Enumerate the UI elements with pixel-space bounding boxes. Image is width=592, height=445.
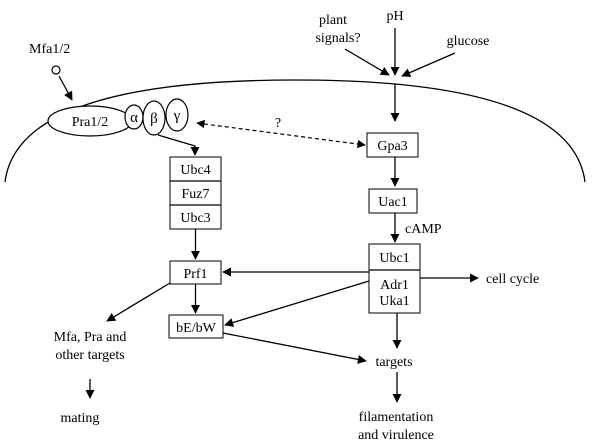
arrow-pka-to-bebw bbox=[224, 280, 370, 327]
targets-label: targets bbox=[375, 355, 412, 370]
mating-targets-label-line1: Mfa, Pra and bbox=[54, 330, 127, 345]
cell-cycle-label: cell cycle bbox=[486, 272, 539, 287]
ubc1-label: Ubc1 bbox=[379, 251, 409, 266]
prf1-label: Prf1 bbox=[183, 267, 207, 282]
mfa-label: Mfa1/2 bbox=[29, 42, 70, 57]
pra-label: Pra1/2 bbox=[72, 115, 109, 130]
camp-label: cAMP bbox=[405, 222, 442, 237]
ubc4-label: Ubc4 bbox=[180, 163, 210, 178]
mfa-pheromone-circle bbox=[51, 65, 61, 75]
dashed-link-gprotein-gpa3 bbox=[196, 119, 366, 149]
pka-module-box bbox=[368, 243, 421, 314]
mating-targets-label-line2: other targets bbox=[55, 348, 124, 363]
cell-membrane bbox=[4, 79, 586, 183]
plant-signals-label-line1: plant bbox=[319, 13, 347, 28]
filamentation-label-line2: and virulence bbox=[358, 428, 434, 443]
arrow-gprotein-to-ubc4 bbox=[157, 134, 200, 156]
ubc3-label: Ubc3 bbox=[180, 211, 210, 226]
g-beta-subunit bbox=[142, 100, 166, 136]
alpha-label: α bbox=[130, 110, 138, 126]
glucose-label: glucose bbox=[447, 34, 490, 49]
arrow-glucose bbox=[401, 52, 456, 77]
bebw-label: bE/bW bbox=[176, 321, 216, 336]
ph-label: pH bbox=[386, 9, 403, 24]
question-mark-label: ? bbox=[275, 116, 281, 131]
arrow-bebw-to-targets bbox=[222, 332, 367, 364]
gamma-label: γ bbox=[173, 108, 181, 124]
g-gamma-subunit bbox=[165, 98, 189, 132]
arrow-prf1-to-mating-targets bbox=[106, 282, 171, 322]
arrow-mfa-to-pra bbox=[58, 75, 73, 101]
mating-label: mating bbox=[61, 411, 100, 426]
filamentation-label-line1: filamentation bbox=[359, 410, 434, 425]
mapk-module-box bbox=[169, 156, 222, 230]
fuz7-label: Fuz7 bbox=[182, 187, 210, 202]
arrow-plant-signals bbox=[344, 48, 390, 76]
beta-label: β bbox=[150, 111, 158, 127]
gpa3-label: Gpa3 bbox=[377, 139, 407, 154]
bebw-box bbox=[168, 314, 224, 339]
uac1-box bbox=[368, 188, 418, 214]
adr1-label: Adr1 bbox=[380, 278, 409, 293]
plant-signals-label-line2: signals? bbox=[315, 31, 360, 46]
uka1-label: Uka1 bbox=[379, 294, 409, 309]
uac1-label: Uac1 bbox=[378, 195, 408, 210]
gpa3-box bbox=[366, 132, 419, 158]
